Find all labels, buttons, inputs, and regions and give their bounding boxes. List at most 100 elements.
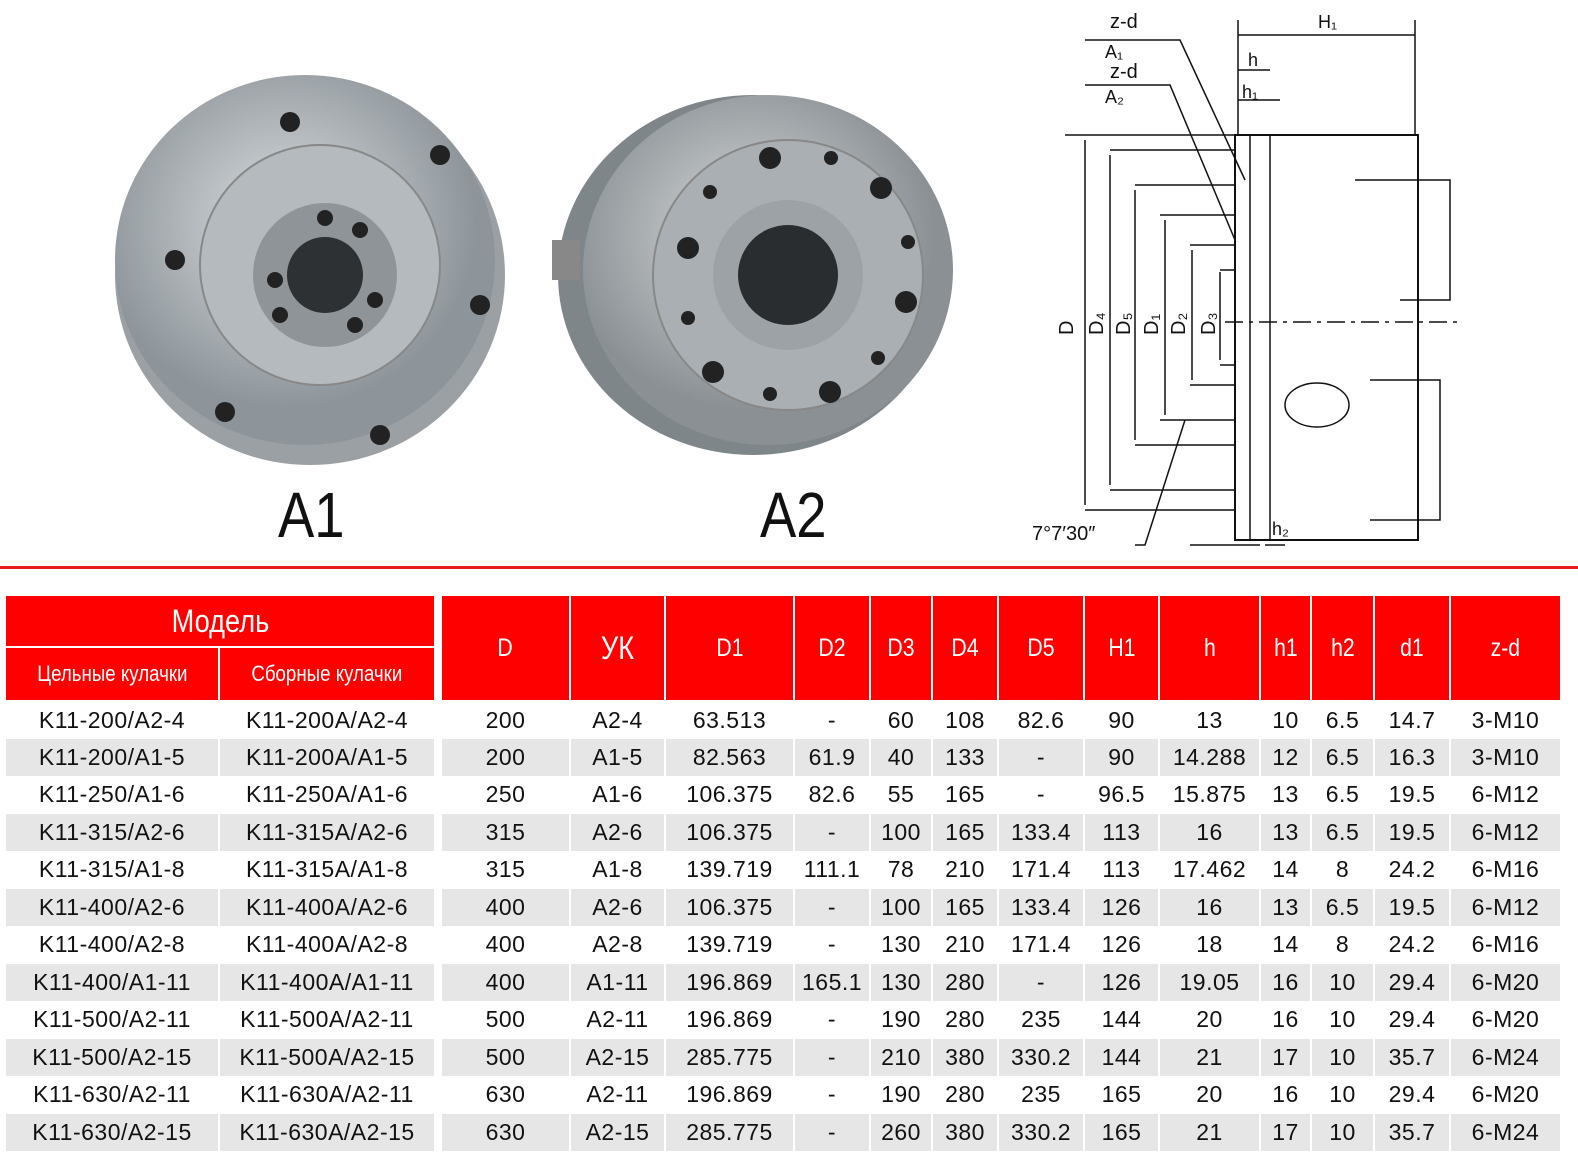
table-cell: 19.5 [1373, 888, 1452, 926]
table-cell: 165 [1083, 1076, 1161, 1114]
label-D2: D₂ [1168, 313, 1190, 335]
label-a2-dim: A₂ [1105, 87, 1124, 107]
table-cell: A2-11 [569, 1001, 667, 1039]
table-cell: A2-11 [569, 1076, 667, 1114]
table-cell: 24.2 [1373, 851, 1452, 889]
label-D5: D₅ [1113, 313, 1135, 336]
table-cell: K11-400A/A2-8 [217, 926, 437, 964]
table-cell: K11-250A/A1-6 [217, 776, 437, 814]
table-cell: 21 [1158, 1113, 1262, 1151]
table-cell: 133.4 [997, 888, 1086, 926]
table-cell: 144 [1083, 1001, 1161, 1039]
label-H1: H₁ [1318, 12, 1337, 32]
table-cell: K11-315/A1-8 [4, 851, 220, 889]
table-cell: 380 [931, 1113, 1000, 1151]
table-cell: 130 [869, 963, 934, 1001]
table-cell: 126 [1083, 888, 1161, 926]
header-d5: D5 [997, 594, 1086, 702]
table-cell: 315 [440, 851, 572, 889]
table-cell: 16 [1158, 888, 1262, 926]
table-cell: 400 [440, 888, 572, 926]
table-cell: A1-6 [569, 776, 667, 814]
table-cell: - [793, 1076, 872, 1114]
table-cell: 6.5 [1310, 776, 1376, 814]
table-cell: 100 [869, 813, 934, 851]
header-ук: УК [569, 594, 667, 702]
table-cell: A1-5 [569, 738, 667, 776]
table-cell: 8 [1310, 851, 1376, 889]
chuck-a2-photo [552, 95, 953, 455]
table-cell: K11-630/A2-15 [4, 1113, 220, 1151]
table-cell: 60 [869, 701, 934, 739]
table-cell: 55 [869, 776, 934, 814]
table-cell: 165 [1083, 1113, 1161, 1151]
table-cell: 13 [1259, 776, 1313, 814]
table-cell: 40 [869, 738, 934, 776]
table-cell: 19.5 [1373, 813, 1452, 851]
header-d2: D2 [793, 594, 872, 702]
header-model: Модель [3, 594, 437, 648]
table-cell: 29.4 [1373, 963, 1452, 1001]
table-cell: A2-6 [569, 813, 667, 851]
table-cell: 210 [931, 851, 1000, 889]
table-cell: 10 [1259, 701, 1313, 739]
table-cell: 196.869 [664, 1076, 796, 1114]
technical-drawing: z-d A₁ z-d A₂ H₁ h h₁ h₂ 7°7′30″ D D₄ D₅… [1032, 11, 1460, 546]
table-cell: - [793, 1038, 872, 1076]
label-h1: h₁ [1242, 82, 1258, 102]
table-cell: 139.719 [664, 926, 796, 964]
table-cell: 285.775 [664, 1038, 796, 1076]
table-cell: 106.375 [664, 776, 796, 814]
table-cell: K11-630A/A2-11 [217, 1076, 437, 1114]
table-cell: 90 [1083, 738, 1161, 776]
table-cell: 130 [869, 926, 934, 964]
table-cell: K11-630A/A2-15 [217, 1113, 437, 1151]
table-cell: K11-400/A1-11 [4, 963, 220, 1001]
table-cell: 10 [1310, 1038, 1376, 1076]
table-cell: 6-M16 [1449, 851, 1563, 889]
table-cell: 280 [931, 1076, 1000, 1114]
label-a2: A2 [760, 479, 827, 551]
header-assembled-jaws: Сборные кулачки [217, 646, 437, 702]
table-cell: 196.869 [664, 1001, 796, 1039]
table-cell: 260 [869, 1113, 934, 1151]
table-cell: 10 [1310, 1076, 1376, 1114]
table-cell: 6.5 [1310, 888, 1376, 926]
table-cell: 210 [869, 1038, 934, 1076]
table-cell: 315 [440, 813, 572, 851]
table-cell: 13 [1259, 888, 1313, 926]
table-cell: K11-315/A2-6 [4, 813, 220, 851]
table-cell: 61.9 [793, 738, 872, 776]
table-cell: 250 [440, 776, 572, 814]
table-cell: K11-400A/A1-11 [217, 963, 437, 1001]
table-cell: 133.4 [997, 813, 1086, 851]
table-cell: 3-M10 [1449, 701, 1563, 739]
divider-line [0, 566, 1578, 569]
table-cell: 63.513 [664, 701, 796, 739]
table-cell: - [997, 963, 1086, 1001]
table-cell: 6-M12 [1449, 813, 1563, 851]
label-D1: D₁ [1141, 314, 1163, 335]
table-cell: 400 [440, 963, 572, 1001]
label-zd-1: z-d [1110, 11, 1138, 33]
table-cell: 14.288 [1158, 738, 1262, 776]
table-cell: 630 [440, 1076, 572, 1114]
table-cell: 90 [1083, 701, 1161, 739]
table-cell: 82.6 [793, 776, 872, 814]
label-zd-2: z-d [1110, 61, 1138, 83]
table-cell: A2-6 [569, 888, 667, 926]
table-cell: K11-200/A2-4 [4, 701, 220, 739]
label-a1: A1 [278, 479, 345, 551]
table-cell: 133 [931, 738, 1000, 776]
table-cell: K11-250/A1-6 [4, 776, 220, 814]
table-cell: 113 [1083, 813, 1161, 851]
table-cell: 19.05 [1158, 963, 1262, 1001]
table-cell: 106.375 [664, 813, 796, 851]
table-cell: 8 [1310, 926, 1376, 964]
